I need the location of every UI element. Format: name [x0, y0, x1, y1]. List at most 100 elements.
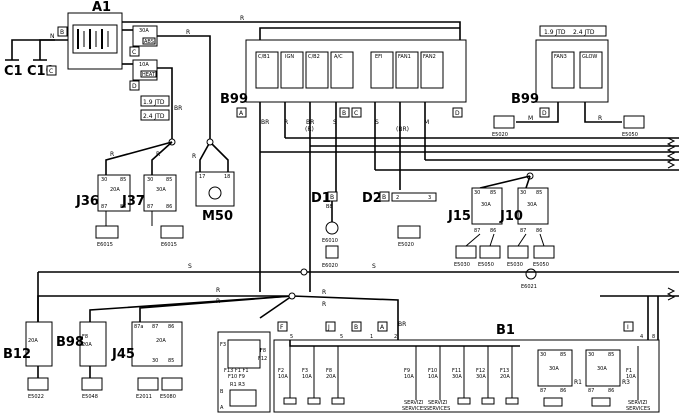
relay-j37-p86: 86: [166, 204, 172, 210]
b99-conn-c: [351, 107, 362, 118]
relay-j10-p85: 85: [536, 190, 542, 196]
b99r-conn-d: [539, 107, 550, 118]
m50-p18: 18: [224, 174, 230, 180]
ground-e5020a-label: E5020: [492, 132, 508, 138]
label-j10: J10: [499, 209, 523, 224]
wire-r-label-4: R: [322, 289, 326, 296]
relay-j36-amp: 20A: [110, 187, 120, 193]
wire-m50-r-label: R: [192, 153, 196, 160]
wire-j10-e5050: [539, 233, 545, 247]
b1-f2-id: F2: [278, 368, 284, 374]
fuse-glow-label: GLOW: [582, 54, 597, 60]
b1-inset-f8: F8: [260, 348, 266, 354]
relay-j10-p87: 87: [520, 228, 526, 234]
fuse-fan1: [395, 51, 419, 89]
relay-j15: [471, 187, 503, 225]
junction-m50: [206, 138, 214, 146]
wire-r-b12: [37, 295, 292, 322]
wire-b99r-m-label: M: [528, 115, 533, 122]
wire-b99r-r-label: R: [598, 115, 602, 122]
wire-r-f: [259, 295, 293, 319]
b99-conn-c-label: C: [354, 110, 358, 117]
wire-j37-r-label: R: [156, 151, 160, 158]
label-j45: J45: [111, 347, 135, 362]
b1-fuses: F2 10A F3 10A F8 20A F9 10A F10 10A F11 …: [278, 368, 636, 380]
wire-to-j36: [105, 141, 173, 175]
d2-connector: [391, 192, 437, 202]
b1-services-3: SERVICES: [626, 406, 650, 412]
wire-r-abs-label: R: [186, 29, 190, 36]
fuse-abs-tag: [142, 37, 156, 45]
wire-c10: [39, 39, 55, 60]
lamp-icon-2: [307, 397, 321, 405]
fuse-cb1-label: C/B1: [258, 54, 270, 60]
fuse-cb2: [305, 51, 329, 89]
fuse-b98-f: F8: [82, 334, 88, 340]
b1-f10-id: F10: [428, 368, 437, 374]
relay-j10-p86: 86: [536, 228, 542, 234]
relay-r1: [537, 349, 573, 387]
wire-b99r-m: [516, 102, 559, 123]
ground-e6021-label: E6021: [521, 284, 537, 290]
ground-e5050a-label: E5050: [622, 132, 638, 138]
wire-j15-e5050: [489, 233, 495, 247]
ground-e5048-label: E5048: [82, 394, 98, 400]
b1-inset-r: R1 R3: [230, 382, 245, 388]
relay-j10-amp: 30A: [527, 202, 537, 208]
ground-e6015b: [160, 225, 184, 239]
b1-f9-amp: 10A: [404, 374, 414, 380]
wire-s-label-2: S: [372, 263, 376, 270]
junction-s: [300, 268, 308, 276]
b1-conn-b: [351, 321, 362, 332]
label-c1: C1: [4, 64, 23, 79]
b99-fuses: C/B1 IGN C/B2 A/C EFI FAN1 FAN2: [255, 51, 444, 89]
fuse-b12: [25, 321, 53, 367]
wire-to-j10: [525, 175, 531, 189]
relay-r1-amp: 30A: [549, 366, 559, 372]
b99-busbar-top: [259, 27, 460, 40]
relay-r3-p86: 86: [608, 388, 614, 394]
ground-e5050b: [479, 245, 501, 259]
fuse-glow: [579, 51, 603, 89]
d2-p2: 2: [396, 195, 399, 201]
relay-j10: [517, 187, 549, 225]
relay-j36-p86: 86: [120, 204, 126, 210]
wire-r-top-label: R: [240, 15, 244, 22]
fuse-ign: [280, 51, 304, 89]
ground-e6015a: [95, 225, 119, 239]
b1-conn-b-label: B: [354, 324, 358, 331]
relay-j45-p30: 30: [152, 358, 158, 364]
variant-24jtd-left: [140, 109, 170, 121]
ground-e6015a-label: E6015: [97, 242, 113, 248]
fuse-b12-amp: 20A: [28, 338, 38, 344]
label-j37: J37: [121, 194, 145, 209]
b1-servizi-2: SERVIZI: [428, 400, 447, 406]
wire-r-abs-m50: [157, 35, 211, 142]
b1-inset-row1: F13 F1 F1: [224, 368, 249, 374]
wire-j36-r-label: R: [110, 151, 114, 158]
label-b1: B1: [496, 323, 515, 338]
ground-e5022: [27, 377, 49, 391]
fuse-ign-label: IGN: [285, 54, 294, 60]
relay-j45-p86: 86: [168, 324, 174, 330]
b1-servizi-3: SERVIZI: [628, 400, 647, 406]
conn-b-a1: [57, 26, 68, 37]
b1-f1-amp: 10A: [626, 374, 636, 380]
b1-conn-a: [377, 321, 388, 332]
fan-icon: [325, 221, 339, 235]
b99-conn-b-label: B: [342, 110, 346, 117]
label-d1: D1: [311, 191, 331, 206]
relay-r1-p30: 30: [540, 352, 546, 358]
b1-pin-4: 2: [394, 334, 397, 340]
b1-inset-f12: F12: [258, 356, 267, 362]
wire-r-label-3: R: [216, 298, 220, 305]
relay-r1-p85: 85: [560, 352, 566, 358]
b1-f2-amp: 10A: [278, 374, 288, 380]
wire-j10-e5030: [517, 233, 527, 247]
m50-p17: 17: [199, 174, 205, 180]
fuse-abs-label: ABS: [144, 39, 154, 45]
relay-j37: [143, 174, 177, 212]
wire-to-j37: [151, 141, 173, 175]
fuse-b98: [79, 321, 107, 367]
ground-e5080: [161, 377, 183, 391]
